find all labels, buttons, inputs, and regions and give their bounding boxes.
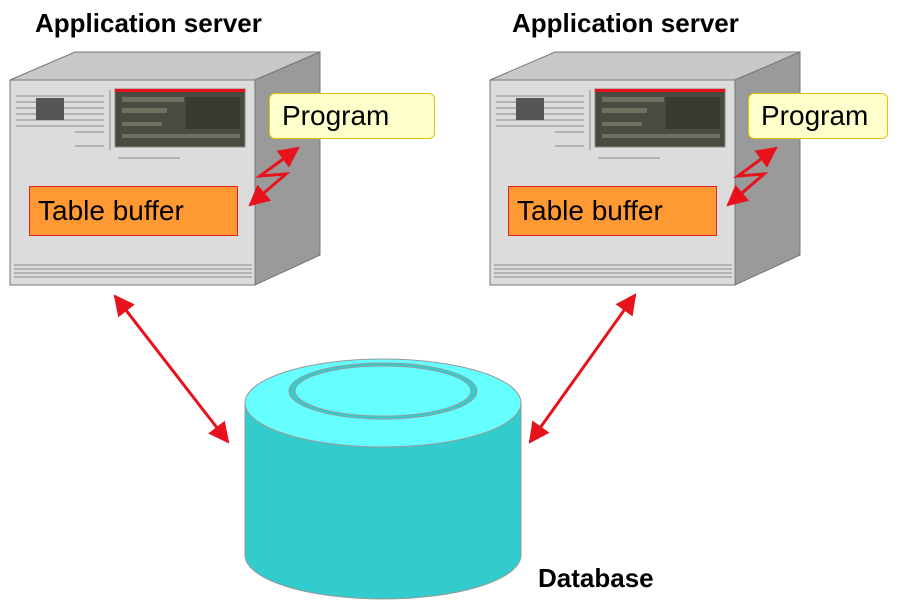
- table-buffer-box-1: Table buffer: [29, 186, 238, 236]
- database-cylinder-icon: [244, 358, 522, 600]
- program-box-2: Program: [748, 93, 888, 139]
- arrow-server1-db: [113, 294, 230, 444]
- zigzag-arrow-2: [726, 146, 778, 207]
- program-box-1: Program: [269, 93, 435, 139]
- zigzag-arrow-1: [248, 146, 300, 207]
- arrow-server2-db: [528, 293, 637, 444]
- table-buffer-box-2: Table buffer: [508, 186, 717, 236]
- server-2-icon: [489, 51, 801, 286]
- server-1-icon: [9, 51, 321, 286]
- database-label: Database: [538, 563, 654, 593]
- server-2-title: Application server: [512, 8, 739, 38]
- server-1-title: Application server: [35, 8, 262, 38]
